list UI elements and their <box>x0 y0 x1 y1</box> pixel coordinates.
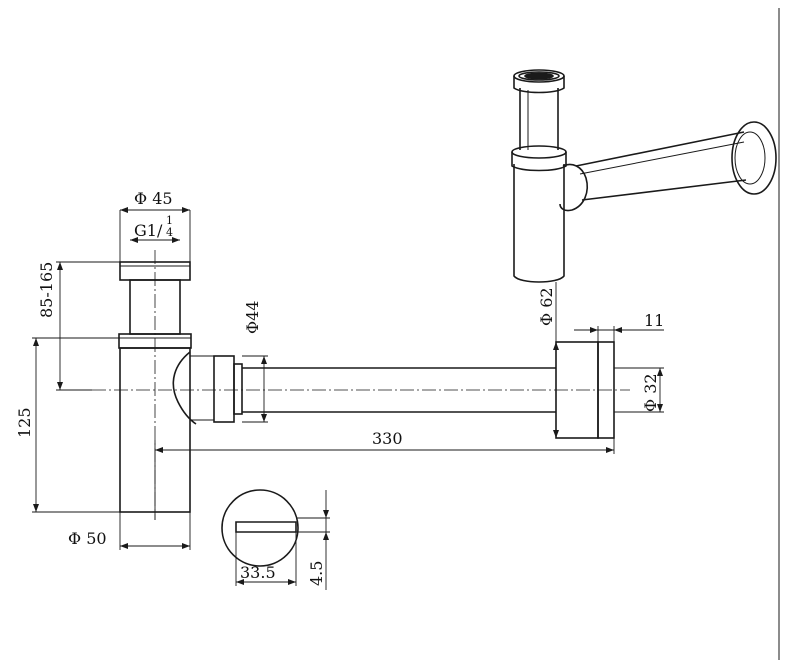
trap-isometric-view <box>511 69 777 283</box>
trap-front-view <box>92 250 630 520</box>
iso-top-cap <box>513 76 565 94</box>
detail-circle <box>221 489 299 567</box>
wall-rosette <box>731 121 777 195</box>
label-33-5: 33.5 <box>240 563 276 582</box>
label-g-thread-den: 4 <box>166 226 173 239</box>
elbow-connector <box>172 351 197 425</box>
label-11: 11 <box>644 311 664 330</box>
label-125: 125 <box>15 407 34 438</box>
iso-pipe <box>575 131 747 201</box>
label-4-5: 4.5 <box>307 561 326 586</box>
label-d44: Φ44 <box>243 301 262 334</box>
label-d62: Φ 62 <box>537 287 556 326</box>
iso-pipe-joint <box>559 163 588 212</box>
label-d50: Φ 50 <box>68 529 107 548</box>
label-330: 330 <box>372 429 403 448</box>
outlet-nut <box>213 355 235 423</box>
detail-slot <box>235 521 297 533</box>
outlet-nut-ring <box>233 363 243 415</box>
label-85-165: 85-165 <box>37 262 56 318</box>
detail-circle-view <box>221 489 330 567</box>
label-g-thread: G1/ <box>134 221 163 240</box>
dimension-lines <box>32 207 664 590</box>
label-d32: Φ 32 <box>641 373 660 412</box>
dimension-labels: Φ 45 G1/ 1 4 85-165 125 Φ 50 Φ44 330 Φ 6… <box>15 189 664 586</box>
label-d45: Φ 45 <box>134 189 173 208</box>
iso-inlet-tube <box>519 88 559 150</box>
iso-cap-top <box>513 69 565 83</box>
iso-bottle-body <box>513 164 565 283</box>
label-g-thread-num: 1 <box>166 214 173 227</box>
